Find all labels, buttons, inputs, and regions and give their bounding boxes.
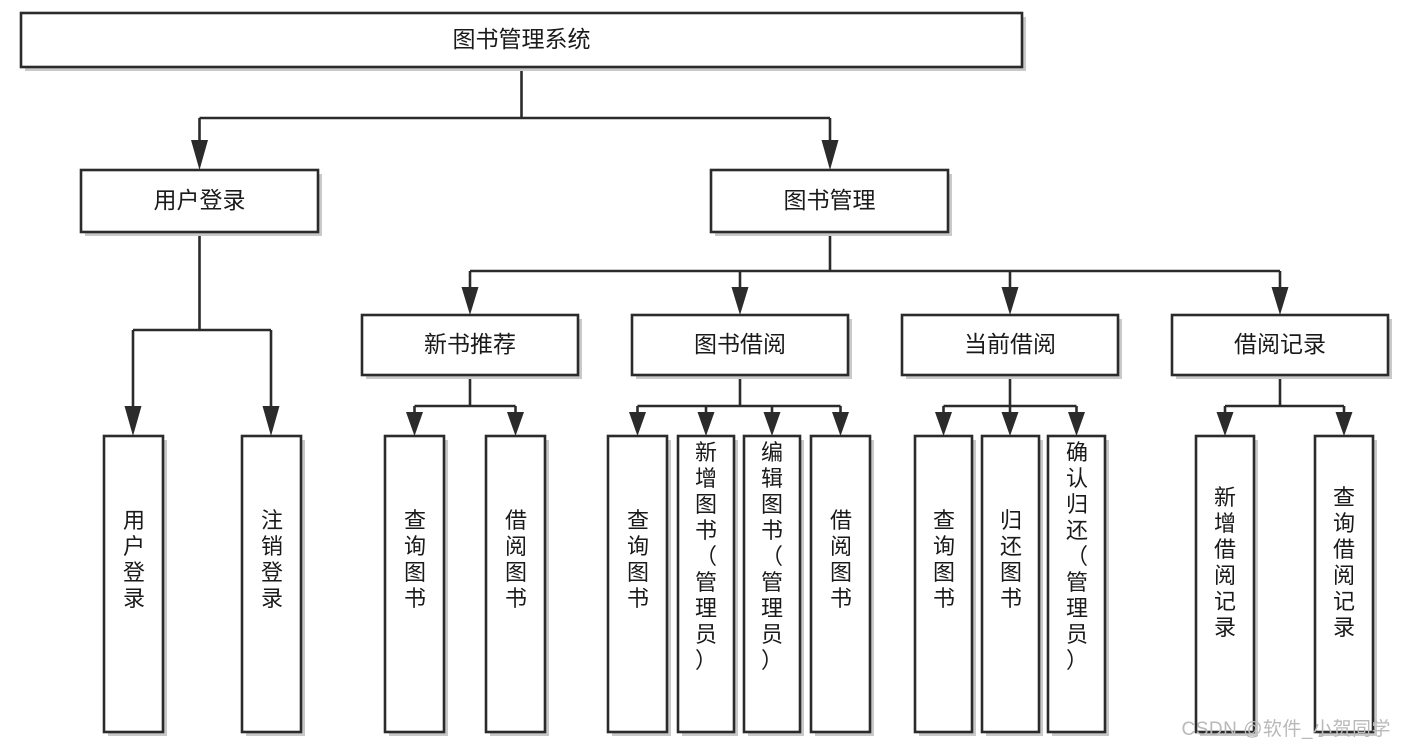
node-root[interactable]: 图书管理系统 [19,11,1026,71]
leaf-node-user-login[interactable]: 用户登录 [102,434,167,736]
leaf-node-logout[interactable]: 注销登录 [240,434,305,736]
arrowhead-to-leaf-borrow-book [832,412,849,436]
leaf-logout-label: 注销登录 [261,508,283,611]
arrowhead-to-leaf-query-book-recommend [406,412,423,436]
leaf-confirm-return-label: 确认归还（管理员） [1066,440,1088,673]
leaf-node-query-borrow-record[interactable]: 查询借阅记录 [1313,434,1377,736]
leaf-borrow-book-label: 借阅图书 [830,508,852,611]
arrowhead-to-book-borrow [731,287,749,315]
leaf-logout-box[interactable] [240,434,303,734]
node-borrow-record-box[interactable] [1170,313,1390,377]
arrowhead-to-current-borrow [1001,287,1019,315]
arrowhead-to-leaf-return-book [1001,412,1019,436]
leaf-node-add-borrow-record[interactable]: 新增借阅记录 [1194,434,1258,736]
connector-group-user-login [124,232,280,436]
node-book-borrow-box[interactable] [630,313,850,377]
node-book-manage[interactable]: 图书管理 [709,168,952,236]
leaf-query-borrow-record-box[interactable] [1313,434,1375,734]
node-new-book-recommend-label: 新书推荐 [424,331,516,357]
leaf-query-book-borrow-box[interactable] [606,434,669,734]
node-borrow-record-label: 借阅记录 [1234,331,1326,357]
leaf-query-book-recommend-box[interactable] [383,434,446,734]
connector-group-root [191,67,839,170]
node-current-borrow-box[interactable] [900,313,1120,377]
leaf-edit-book-label: 编辑图书（管理员） [761,440,783,673]
node-current-borrow[interactable]: 当前借阅 [900,313,1122,379]
node-new-book-recommend[interactable]: 新书推荐 [360,313,582,379]
leaf-node-edit-book[interactable]: 编辑图书（管理员） [742,434,804,736]
leaf-add-book-box[interactable] [676,434,736,734]
leaf-query-book-recommend-label: 查询图书 [404,508,426,611]
leaf-node-borrow-book-recommend[interactable]: 借阅图书 [484,434,549,736]
arrowhead-to-user-login [191,140,208,170]
node-root-label: 图书管理系统 [453,26,591,52]
arrowhead-to-leaf-query-book-current [935,412,952,436]
connector-group-borrow-record [1216,375,1353,436]
leaf-borrow-book-box[interactable] [809,434,872,734]
node-book-manage-box[interactable] [709,168,950,234]
arrowhead-to-leaf-borrow-book-recommend [507,412,524,436]
leaf-node-return-book[interactable]: 归还图书 [980,434,1043,736]
node-book-borrow[interactable]: 图书借阅 [630,313,852,379]
connector-group-new-book-recommend [406,375,524,436]
arrowhead-to-leaf-query-book-borrow [629,412,646,436]
node-user-login[interactable]: 用户登录 [79,168,322,236]
arrowhead-to-leaf-confirm-return [1068,412,1085,436]
leaf-borrow-book-recommend-box[interactable] [484,434,547,734]
arrowhead-to-leaf-user-login [124,406,142,436]
connector-group-book-borrow [629,375,849,436]
leaf-node-add-book[interactable]: 新增图书（管理员） [676,434,738,736]
node-current-borrow-label: 当前借阅 [964,331,1056,357]
leaf-borrow-book-recommend-label: 借阅图书 [505,508,527,611]
leaf-add-borrow-record-box[interactable] [1194,434,1256,734]
arrowhead-to-leaf-query-borrow-record [1335,412,1353,436]
leaf-return-book-label: 归还图书 [1000,508,1022,611]
arrowhead-to-leaf-edit-book [763,412,781,436]
arrowhead-to-book-manage [821,140,839,170]
leaf-node-query-book-borrow[interactable]: 查询图书 [606,434,671,736]
arrowhead-to-new-book-recommend [461,287,479,315]
node-new-book-recommend-box[interactable] [360,313,580,377]
leaf-edit-book-box[interactable] [742,434,802,734]
leaf-confirm-return-box[interactable] [1046,434,1107,734]
leaf-node-query-book-current[interactable]: 查询图书 [913,434,976,736]
node-user-login-box[interactable] [79,168,320,234]
leaf-query-book-current-box[interactable] [913,434,974,734]
arrowhead-to-leaf-logout [262,406,280,436]
node-book-borrow-label: 图书借阅 [694,331,786,357]
leaf-query-book-current-label: 查询图书 [933,508,955,611]
leaf-query-borrow-record-label: 查询借阅记录 [1333,485,1355,640]
node-borrow-record[interactable]: 借阅记录 [1170,313,1392,379]
arrowhead-to-leaf-add-book [697,412,715,436]
arrowhead-to-leaf-add-borrow-record [1216,412,1234,436]
leaf-add-borrow-record-label: 新增借阅记录 [1214,485,1236,640]
connector-group-book-manage [461,232,1289,315]
node-book-manage-label: 图书管理 [784,187,876,213]
node-user-login-label: 用户登录 [154,187,246,213]
leaf-user-login-box[interactable] [102,434,165,734]
leaf-add-book-label: 新增图书（管理员） [695,440,717,673]
leaf-user-login-label: 用户登录 [123,508,145,611]
leaf-node-borrow-book[interactable]: 借阅图书 [809,434,874,736]
connector-group-current-borrow [935,375,1085,436]
leaf-node-confirm-return[interactable]: 确认归还（管理员） [1046,434,1109,736]
node-root-box[interactable] [19,11,1024,69]
arrowhead-to-borrow-record [1271,287,1289,315]
leaf-node-query-book-recommend[interactable]: 查询图书 [383,434,448,736]
leaf-query-book-borrow-label: 查询图书 [627,508,649,611]
leaf-return-book-box[interactable] [980,434,1041,734]
